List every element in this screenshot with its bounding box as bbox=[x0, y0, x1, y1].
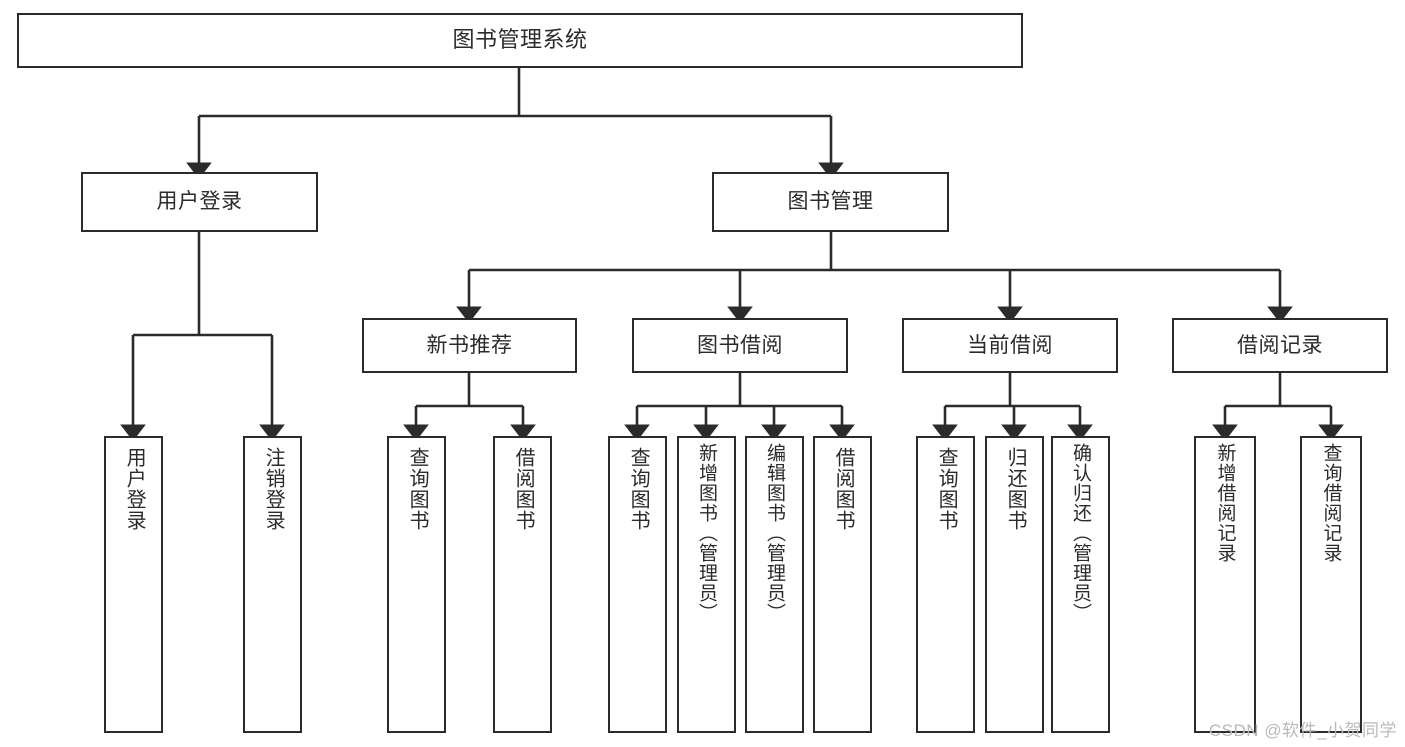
node-label: 查询图书 bbox=[627, 447, 650, 531]
leaf-query-borrow-record[interactable]: 查询借阅记录 bbox=[1300, 436, 1362, 733]
leaf-query-book-recommend[interactable]: 查询图书 bbox=[387, 436, 446, 733]
node-label: 注销登录 bbox=[262, 447, 285, 531]
node-label: 图书借阅 bbox=[697, 333, 783, 357]
node-label: 借阅图书 bbox=[512, 447, 535, 531]
leaf-borrow-book-recommend[interactable]: 借阅图书 bbox=[493, 436, 552, 733]
node-new-book-recommend[interactable]: 新书推荐 bbox=[362, 318, 577, 373]
node-label: 图书管理系统 bbox=[452, 27, 588, 53]
node-user-login[interactable]: 用户登录 bbox=[81, 172, 318, 232]
node-borrow-record[interactable]: 借阅记录 bbox=[1172, 318, 1388, 373]
node-label: 新增借阅记录 bbox=[1214, 443, 1236, 563]
node-label: 用户登录 bbox=[156, 190, 243, 214]
node-label: 当前借阅 bbox=[967, 333, 1053, 357]
leaf-return-book[interactable]: 归还图书 bbox=[985, 436, 1044, 733]
node-label: 查询借阅记录 bbox=[1320, 443, 1342, 563]
leaf-user-login[interactable]: 用户登录 bbox=[104, 436, 163, 733]
leaf-query-book-borrow[interactable]: 查询图书 bbox=[608, 436, 667, 733]
node-label: 新书推荐 bbox=[426, 333, 513, 357]
node-label: 用户登录 bbox=[123, 447, 146, 531]
leaf-add-book-admin[interactable]: 新增图书（管理员） bbox=[677, 436, 736, 733]
node-label: 查询图书 bbox=[935, 447, 958, 531]
node-book-borrow[interactable]: 图书借阅 bbox=[632, 318, 848, 373]
node-book-management[interactable]: 图书管理 bbox=[712, 172, 949, 232]
node-label: 借阅图书 bbox=[832, 447, 855, 531]
csdn-watermark: CSDN @软件_小贺同学 bbox=[1208, 721, 1397, 740]
leaf-borrow-book[interactable]: 借阅图书 bbox=[813, 436, 872, 733]
node-label: 查询图书 bbox=[406, 447, 429, 531]
node-label: 确认归还（管理员） bbox=[1070, 443, 1091, 623]
leaf-query-book-current[interactable]: 查询图书 bbox=[916, 436, 975, 733]
node-current-borrow[interactable]: 当前借阅 bbox=[902, 318, 1118, 373]
node-root-book-management-system[interactable]: 图书管理系统 bbox=[17, 13, 1023, 68]
leaf-confirm-return-admin[interactable]: 确认归还（管理员） bbox=[1051, 436, 1110, 733]
leaf-edit-book-admin[interactable]: 编辑图书（管理员） bbox=[745, 436, 804, 733]
leaf-logout[interactable]: 注销登录 bbox=[243, 436, 302, 733]
node-label: 新增图书（管理员） bbox=[696, 443, 717, 623]
node-label: 图书管理 bbox=[787, 190, 874, 214]
node-label: 归还图书 bbox=[1004, 447, 1027, 531]
leaf-add-borrow-record[interactable]: 新增借阅记录 bbox=[1194, 436, 1256, 733]
node-label: 借阅记录 bbox=[1237, 333, 1323, 357]
node-label: 编辑图书（管理员） bbox=[764, 443, 785, 623]
